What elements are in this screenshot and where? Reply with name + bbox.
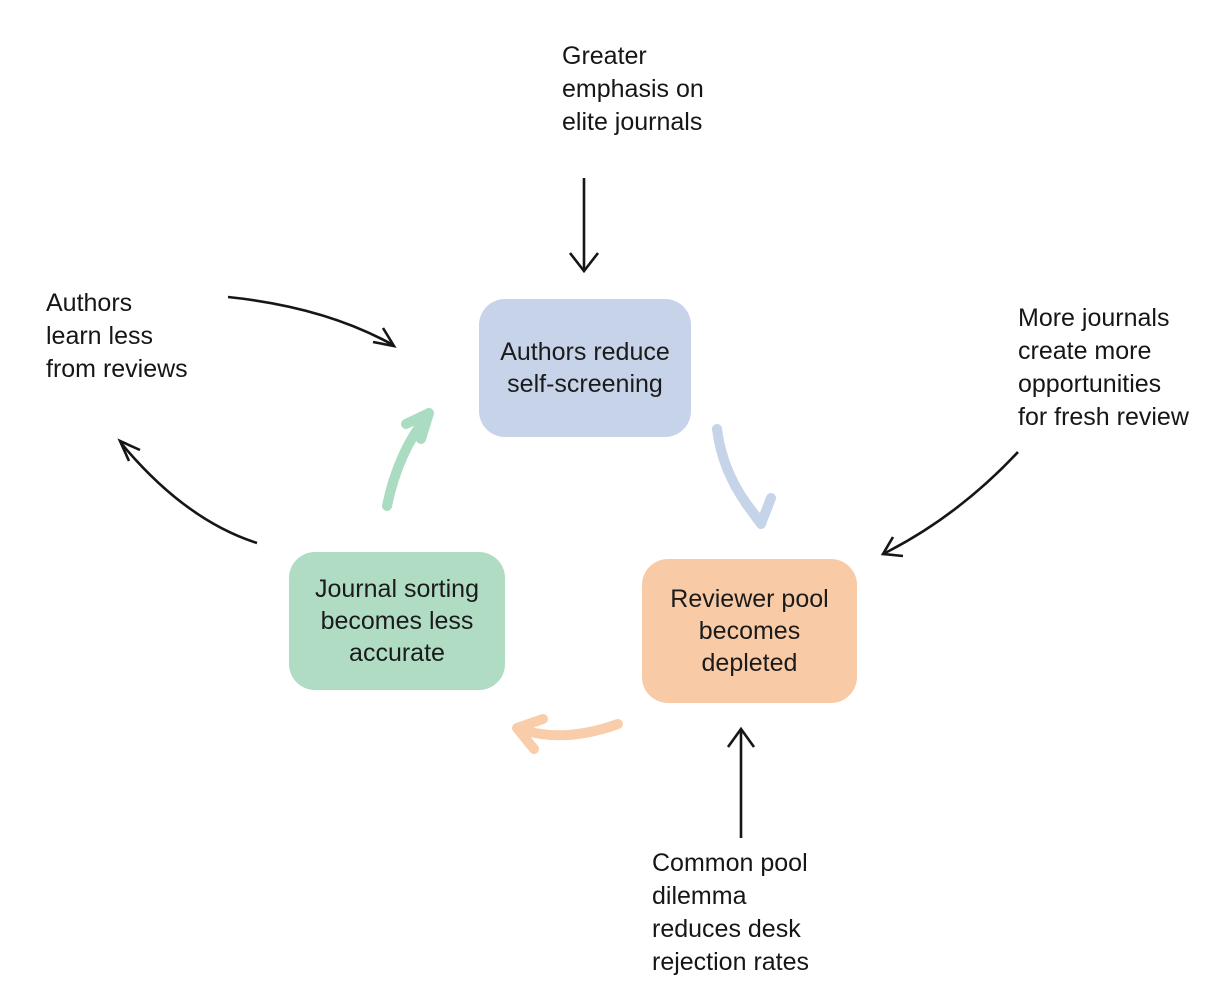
annotation-authors-learn-less: Authors learn less from reviews	[46, 289, 188, 383]
arrow-sorting-to-label-left	[117, 438, 258, 545]
arrow-common-pool-to-reviewers	[726, 726, 756, 838]
arrow-label-left-to-authors	[227, 295, 397, 348]
arrow-elite-journals-to-authors	[568, 178, 600, 274]
annotation-greater-emphasis: Greater emphasis on elite journals	[562, 42, 704, 136]
node-reviewer-pool-depleted: Reviewer pool becomes depleted	[642, 559, 857, 703]
annotation-more-journals: More journals create more opportunities …	[1018, 304, 1189, 431]
arrow-more-journals-to-reviewers	[880, 451, 1019, 558]
annotation-common-pool-dilemma: Common pool dilemma reduces desk rejecti…	[652, 849, 810, 976]
node-journal-sorting-less-accurate: Journal sorting becomes less accurate	[289, 552, 505, 690]
node-authors-reduce-self-screening: Authors reduce self-screening	[479, 299, 691, 437]
cycle-arrow-authors-to-reviewers	[712, 424, 776, 529]
cycle-arrow-sorting-to-authors	[382, 408, 434, 511]
cycle-arrow-reviewers-to-sorting	[512, 714, 623, 754]
